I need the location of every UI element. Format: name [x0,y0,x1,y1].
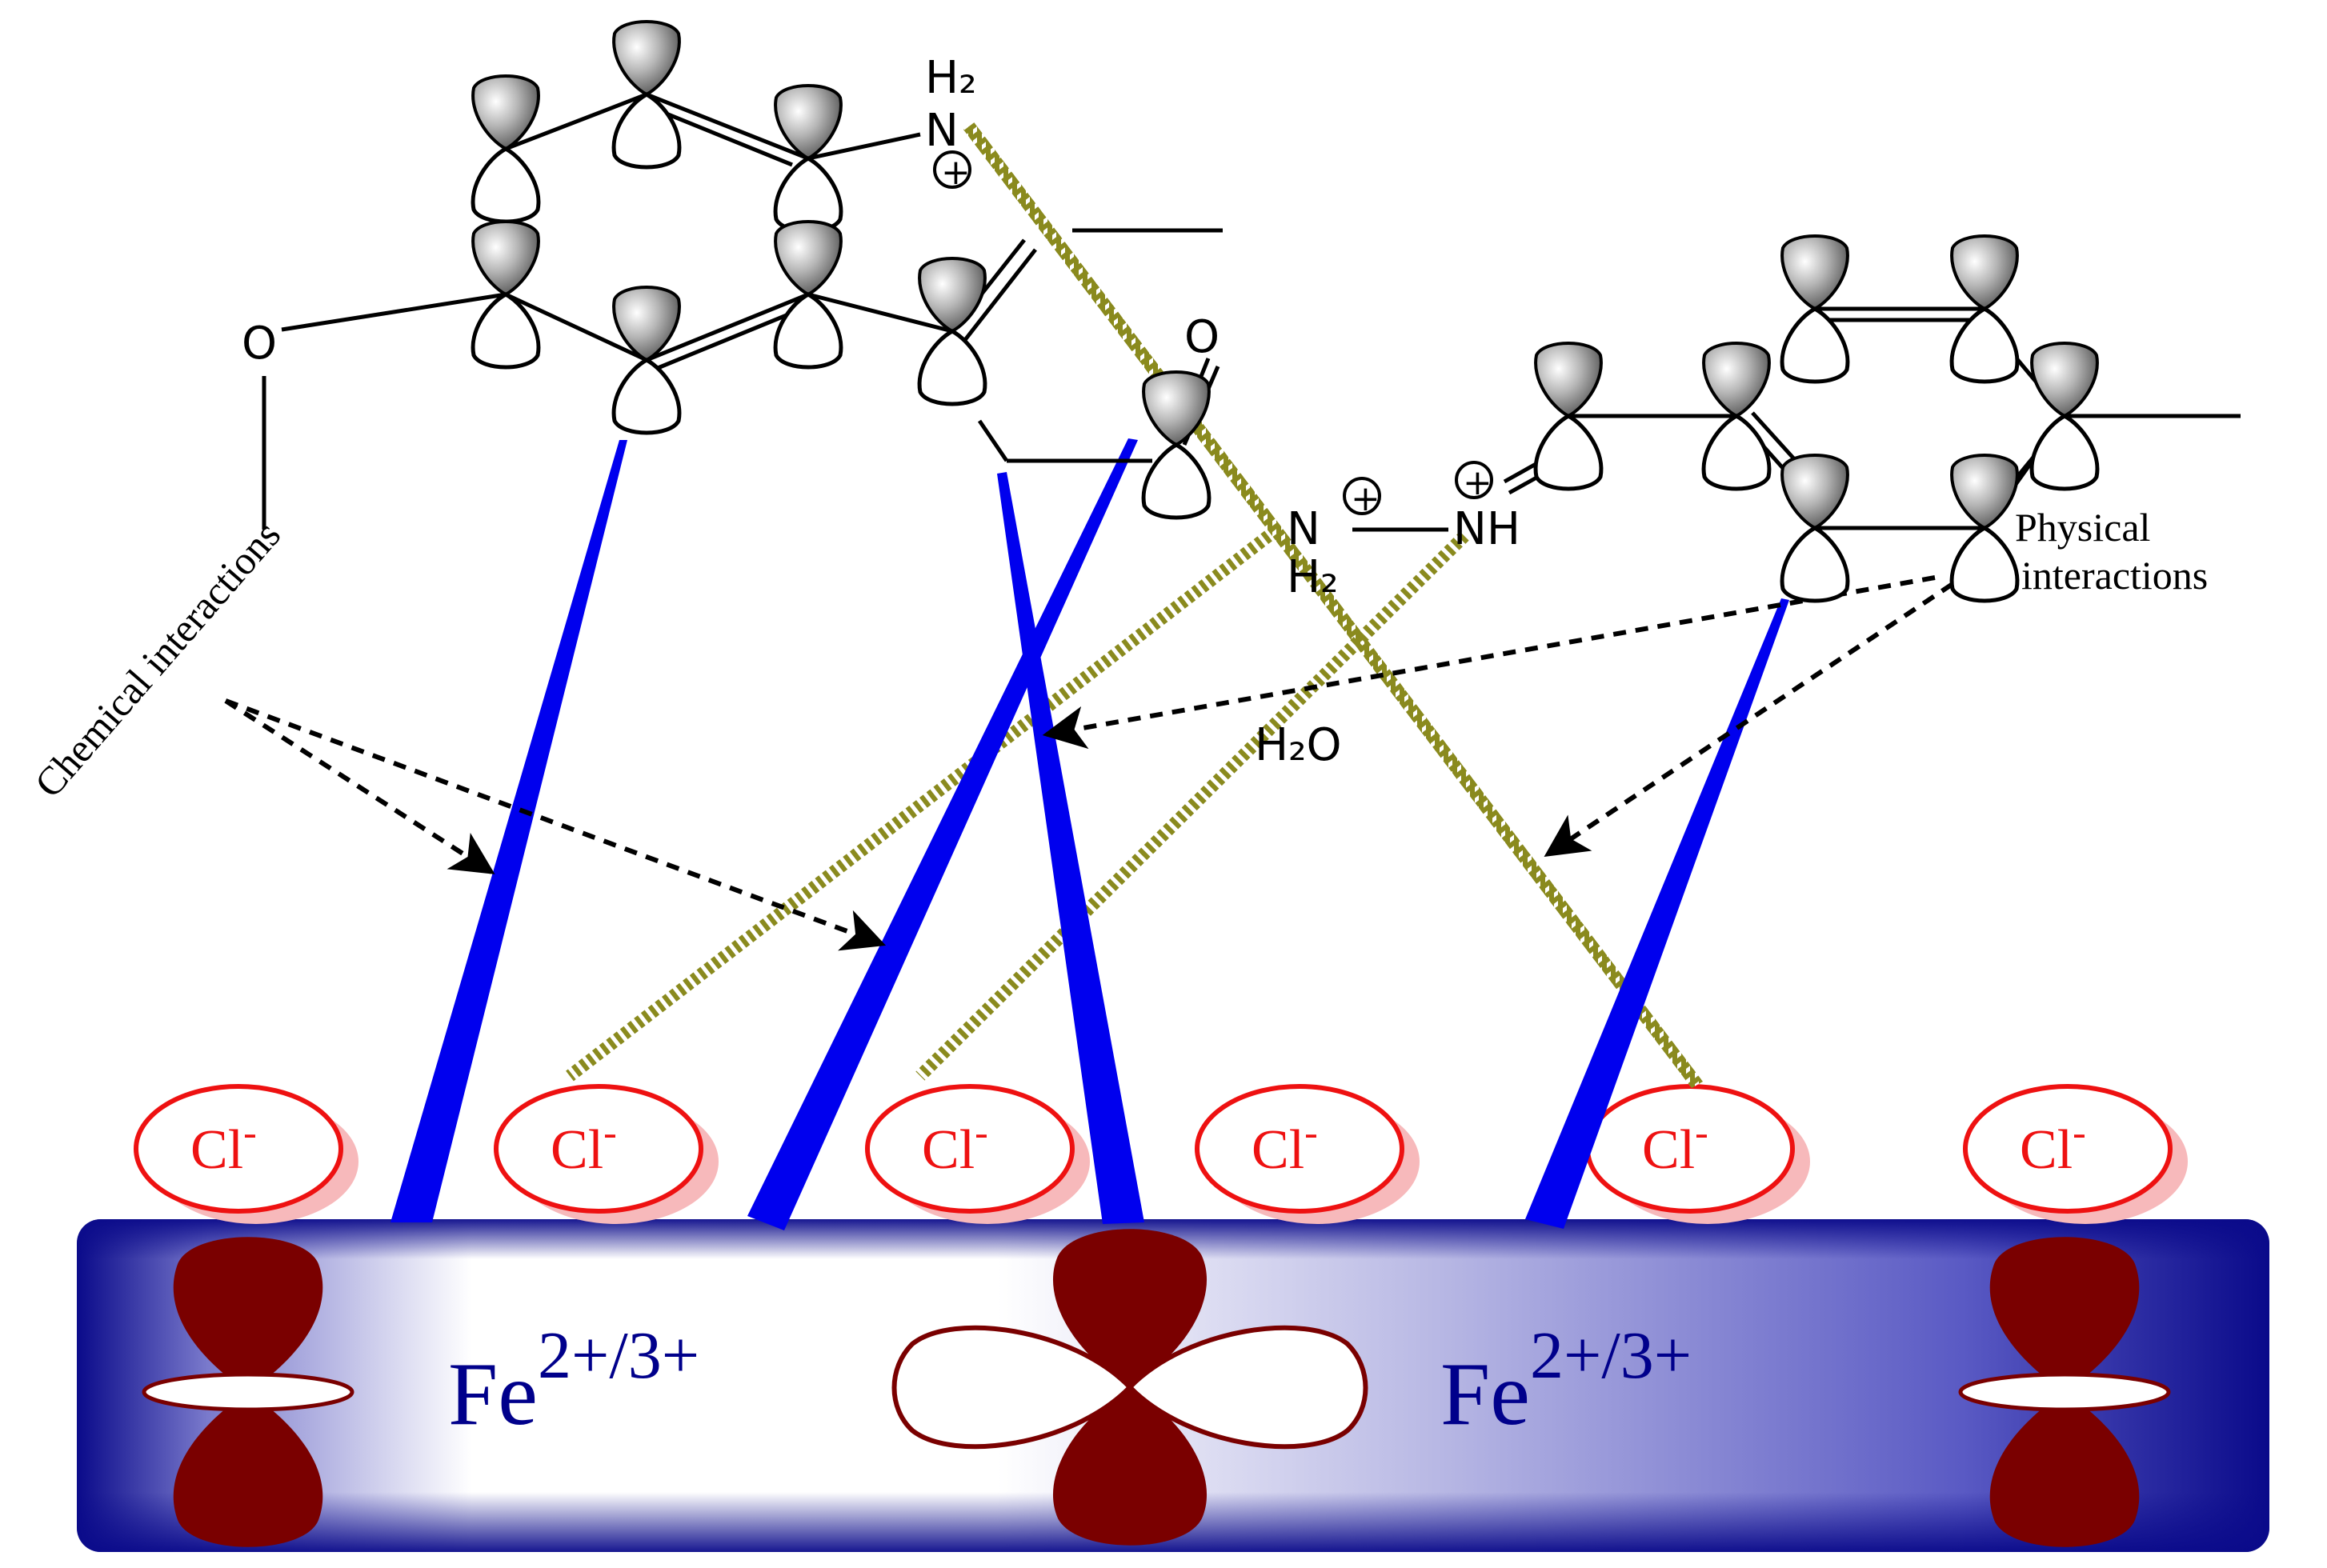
chloride-label: Cl- [1252,1110,1318,1181]
chloride-charge: - [1304,1110,1318,1154]
p-orbital [919,258,985,404]
label-water: H₂O [1255,719,1342,771]
chem-bond-4 [1525,598,1789,1229]
chloride-charge: - [975,1110,988,1154]
chloride-ion: Cl- [494,1084,719,1224]
chloride-ellipse [494,1084,703,1214]
d-orbital-right [1958,1237,2171,1547]
label-oxygen-methoxy: O [242,318,277,370]
label-nh: NH [1453,503,1520,555]
charge-plus-top: + [941,152,971,193]
chloride-symbol: Cl [190,1119,243,1181]
chloride-ellipse [865,1084,1075,1214]
d-orbital-center [891,1229,1368,1546]
fe-label-right: Fe2+/3+ [1440,1318,1692,1444]
chloride-ellipse [1963,1084,2173,1214]
p-orbital [614,22,679,167]
chloride-ion: Cl- [1195,1084,1420,1224]
physical-interaction-lines [566,122,1703,1089]
d-orbital-left [142,1237,354,1547]
chloride-label: Cl- [922,1110,988,1181]
chemical-bond-lines [391,438,1789,1230]
chloride-ellipse [1195,1084,1404,1214]
label-physical-2: interactions [2021,553,2208,598]
charge-circle-top [933,150,971,189]
arrow-chemical-1 [224,698,495,874]
chloride-ion: Cl- [1585,1084,1810,1224]
label-n-top: N [925,105,959,157]
chloride-symbol: Cl [551,1119,603,1181]
chloride-charge: - [603,1110,617,1154]
chloride-charge: - [1695,1110,1708,1154]
chloride-ion: Cl- [134,1084,358,1224]
arrow-physical-2 [1544,582,1954,857]
charge-plus-mid: + [1351,478,1380,519]
hbond-line-1 [963,122,1703,1089]
hbond-line-2 [566,530,1272,1082]
arrows [224,575,1954,951]
chloride-label: Cl- [551,1110,617,1181]
hbond-line-3 [915,531,1469,1081]
p-orbital [775,86,841,231]
p-orbital [775,222,841,367]
chloride-ion-row: Cl-Cl-Cl-Cl-Cl-Cl- [134,1084,2188,1224]
chloride-charge: - [243,1110,257,1154]
arrow-chemical-2 [224,698,887,951]
chloride-symbol: Cl [2020,1119,2073,1181]
chloride-symbol: Cl [922,1119,975,1181]
p-orbital [473,76,539,222]
label-physical-1: Physical [2015,505,2150,550]
chloride-label: Cl- [2020,1110,2086,1181]
chloride-charge: - [2073,1110,2086,1154]
p-orbital [1143,372,1209,518]
chloride-ellipse [134,1084,343,1214]
charge-circle-mid [1343,477,1381,515]
arrow-physical-1 [1042,575,1936,750]
chloride-label: Cl- [1642,1110,1708,1181]
p-orbital [614,287,679,433]
chloride-ion: Cl- [865,1084,1090,1224]
chloride-ion: Cl- [1963,1084,2188,1224]
label-chemical-interactions: Chemical interactions [26,512,289,806]
charge-circle-right [1455,461,1493,499]
charge-plus-right: + [1463,462,1492,503]
fe-label-left: Fe2+/3+ [448,1318,699,1444]
chloride-label: Cl- [190,1110,257,1181]
label-h2-hydrazinium: H₂ [1287,551,1339,603]
label-h2-top: H₂ [925,52,977,104]
chem-bond-1 [391,440,627,1222]
label-oxygen-carbonyl: O [1184,311,1220,363]
molecule-bonds [262,92,2241,532]
p-orbital [473,222,539,367]
chloride-symbol: Cl [1252,1119,1304,1181]
chem-bond-3 [747,438,1138,1230]
p-orbitals [473,22,2097,601]
chloride-symbol: Cl [1642,1119,1695,1181]
label-n-hydrazinium: N [1287,503,1320,555]
